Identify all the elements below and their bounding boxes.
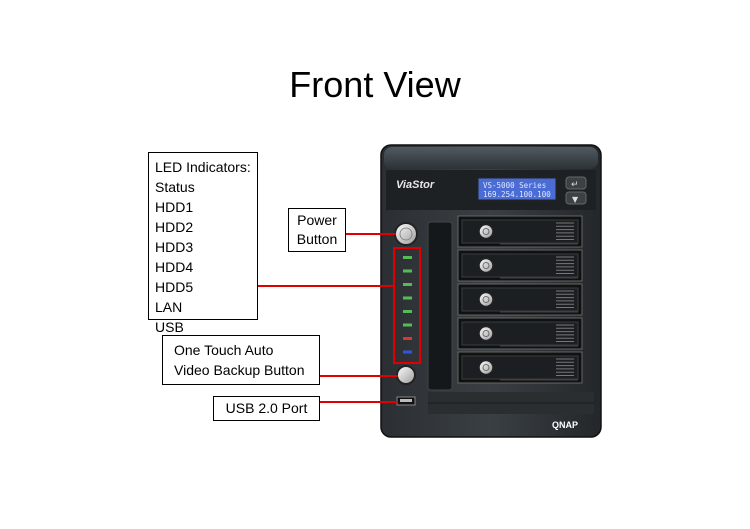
led-indicators-callout: LED Indicators: Status HDD1 HDD2 HDD3 HD…: [148, 152, 258, 335]
led-indicator: [403, 256, 412, 259]
power-callout-line1: Power: [297, 212, 337, 228]
one-touch-backup-button: [396, 365, 416, 385]
usb-port-callout: USB 2.0 Port: [213, 396, 320, 421]
lcd-line1: VS-5000 Series: [483, 181, 546, 190]
led-item-hdd5: HDD5: [155, 279, 194, 295]
led-indicator: [403, 310, 412, 313]
led-callout-line: [258, 285, 394, 287]
led-item-status: Status: [155, 179, 195, 195]
svg-text:↵: ↵: [571, 180, 579, 190]
otb-callout-line1: One Touch Auto: [174, 342, 274, 358]
bay-lock-icon: [478, 257, 494, 274]
led-indicator: [403, 269, 412, 273]
led-item-usb: USB: [155, 319, 184, 335]
qnap-logo: QNAP: [552, 420, 578, 430]
power-callout-line2: Button: [296, 231, 338, 247]
vent-slot: [427, 221, 453, 391]
led-item-hdd2: HDD2: [155, 219, 194, 235]
led-indicators-heading: LED Indicators:: [155, 159, 251, 175]
svg-text:▼: ▼: [572, 195, 579, 204]
led-indicator: [403, 337, 412, 340]
select-button: [565, 191, 587, 205]
one-touch-backup-callout: One Touch Auto Video Backup Button: [162, 335, 320, 385]
bay-lock-icon: [478, 291, 494, 308]
led-indicator: [403, 283, 412, 286]
bay-lock-icon: [478, 359, 494, 376]
drive-bay[interactable]: [457, 351, 583, 384]
lcd-display: [477, 177, 557, 201]
power-callout-line: [346, 233, 396, 235]
enter-button: [565, 176, 587, 190]
drive-bay[interactable]: [457, 215, 583, 248]
led-item-hdd3: HDD3: [155, 239, 194, 255]
bay-lock-icon: [478, 223, 494, 240]
drive-bay[interactable]: [457, 249, 583, 282]
led-item-lan: LAN: [155, 299, 183, 315]
led-highlight-frame: [393, 247, 421, 364]
usb-callout-line: [320, 401, 397, 403]
page-title: Front View: [289, 64, 461, 105]
led-indicator: [403, 296, 412, 300]
led-item-hdd1: HDD1: [155, 199, 194, 215]
otb-callout-line2: Video Backup Button: [174, 362, 305, 378]
led-indicator: [403, 350, 412, 354]
drive-bay[interactable]: [457, 317, 583, 350]
bay-lock-icon: [478, 325, 494, 342]
power-button: [394, 222, 418, 246]
drive-bay[interactable]: [457, 283, 583, 316]
chassis-top: [384, 147, 598, 169]
lcd-line2: 169.254.100.100: [483, 190, 551, 199]
led-item-hdd4: HDD4: [155, 259, 194, 275]
power-button-callout: Power Button: [288, 208, 346, 252]
brand-label: ViaStor: [396, 179, 435, 191]
led-indicator: [403, 323, 412, 327]
otb-callout-line: [320, 375, 398, 377]
